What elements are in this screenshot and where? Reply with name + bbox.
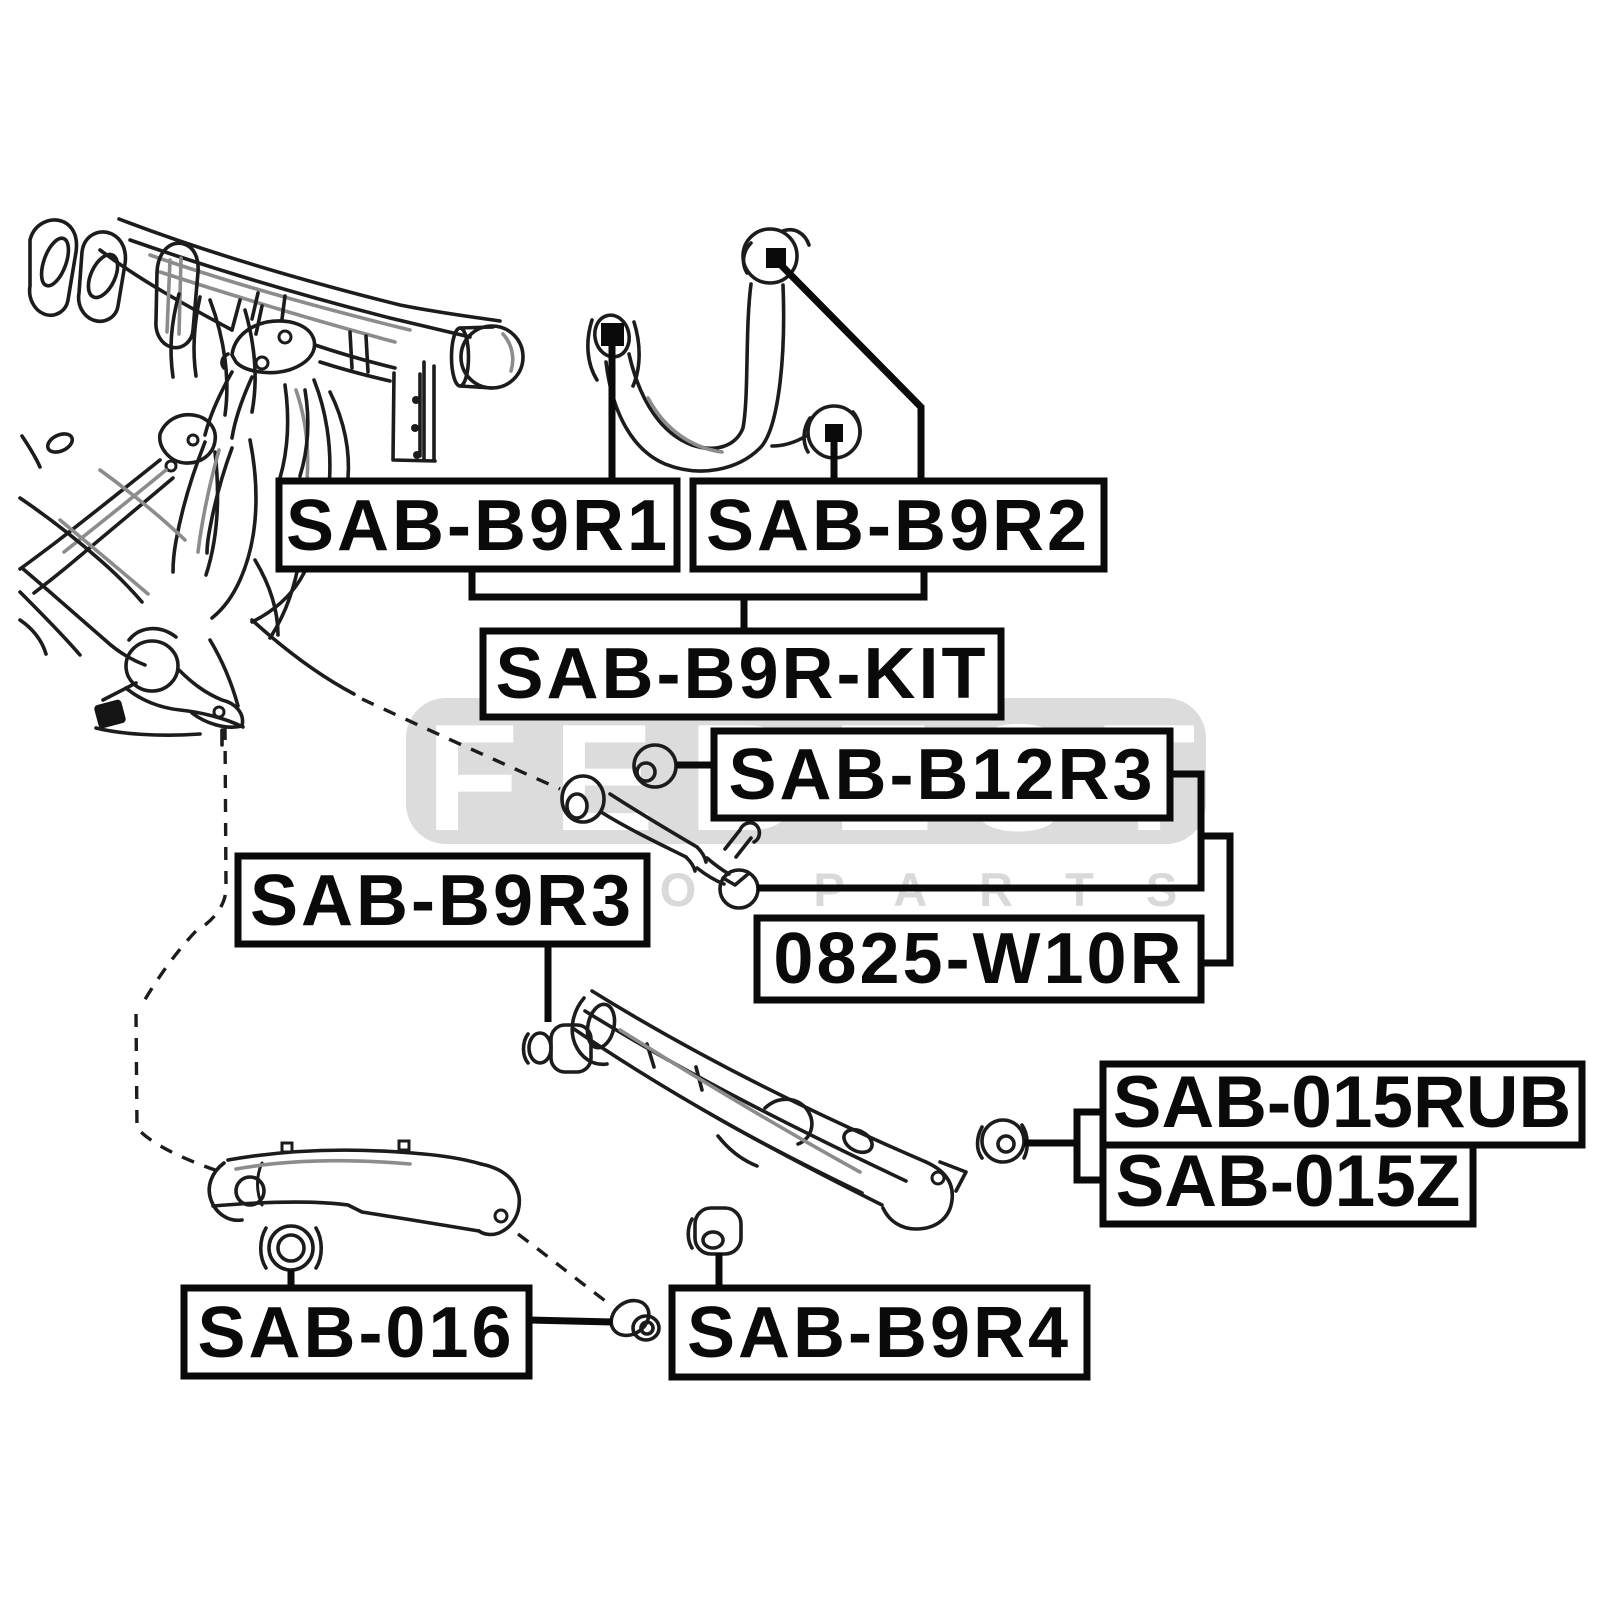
svg-text:SAB-B12R3: SAB-B12R3 (728, 735, 1155, 815)
svg-text:SAB-B9R3: SAB-B9R3 (250, 861, 634, 941)
svg-text:SAB-B9R1: SAB-B9R1 (286, 486, 670, 566)
svg-text:SAB-015Z: SAB-015Z (1116, 1141, 1461, 1222)
svg-text:SAB-B9R-KIT: SAB-B9R-KIT (496, 634, 989, 714)
svg-text:SAB-B9R2: SAB-B9R2 (706, 486, 1090, 566)
svg-text:SAB-016: SAB-016 (197, 1293, 514, 1373)
svg-text:SAB-B9R4: SAB-B9R4 (687, 1293, 1071, 1373)
svg-text:SAB-015RUB: SAB-015RUB (1113, 1062, 1571, 1143)
svg-text:0825-W10R: 0825-W10R (773, 919, 1184, 999)
